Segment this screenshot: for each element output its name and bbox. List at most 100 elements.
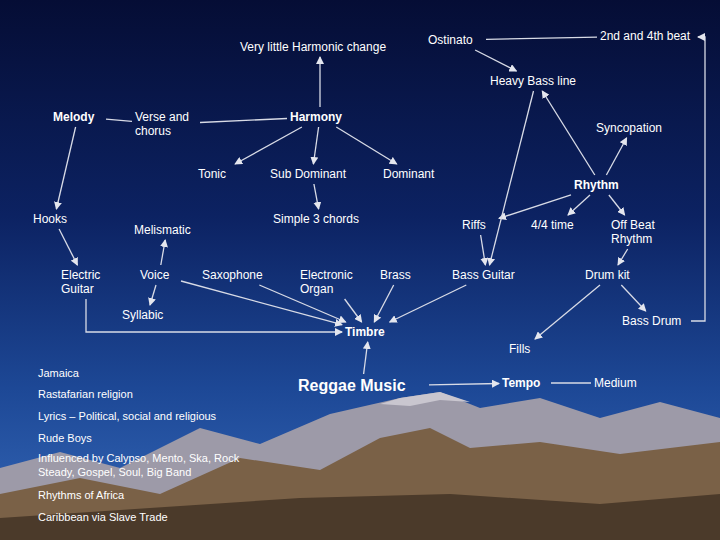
concept-label: Hooks	[33, 212, 75, 226]
concept-node: Off Beat Rhythm	[611, 218, 665, 246]
concept-node: Saxophone	[202, 268, 270, 282]
concept-label: Off Beat Rhythm	[611, 218, 665, 246]
concept-node: Syncopation	[596, 121, 668, 135]
snow-ridge	[380, 392, 470, 406]
concept-label: Syllabic	[122, 308, 172, 322]
concept-node: Ostinato	[428, 33, 483, 47]
concept-label: Simple 3 chords	[273, 212, 368, 226]
concept-label: Syncopation	[596, 121, 668, 135]
connector-arrow	[345, 299, 362, 322]
concept-label: Drum kit	[585, 268, 639, 282]
concept-node: Heavy Bass line	[490, 74, 582, 88]
connector-arrow	[314, 184, 319, 209]
concept-label: Tonic	[198, 167, 236, 181]
concept-node: Tonic	[198, 167, 236, 181]
connector-arrow	[621, 285, 645, 311]
connector-arrow	[390, 285, 467, 322]
connector-arrow	[313, 127, 318, 164]
concept-node: 4/4 time	[531, 218, 583, 232]
concept-label: Melody	[53, 110, 103, 124]
mid-mountains	[0, 428, 720, 540]
concept-node: Hooks	[33, 212, 75, 226]
concept-label: Timbre	[345, 325, 393, 339]
concept-node: Timbre	[345, 325, 393, 339]
connector-arrow	[606, 138, 626, 175]
concept-node: Reggae Music	[298, 377, 426, 395]
connector-arrow	[618, 249, 628, 265]
concept-node: Dominant	[383, 167, 443, 181]
connector-arrow	[486, 37, 597, 39]
concept-node: Drum kit	[585, 268, 639, 282]
connector-arrow	[490, 91, 534, 265]
connector-arrow	[150, 285, 156, 305]
concept-label: Electric Guitar	[61, 268, 111, 296]
concept-node: Verse and chorus	[135, 110, 197, 138]
connector-arrow	[691, 37, 705, 321]
connector-arrow	[542, 91, 595, 175]
connector-arrow	[59, 229, 77, 265]
concept-label: Voice	[140, 268, 178, 282]
concept-label: Tempo	[502, 376, 548, 390]
connector-arrow	[499, 195, 571, 219]
connector-arrow	[481, 235, 486, 265]
concept-node: Melismatic	[134, 223, 200, 237]
concept-node: Sub Dominant	[270, 167, 354, 181]
concept-node: Electric Guitar	[61, 268, 111, 296]
fact-note: Caribbean via Slave Trade	[38, 510, 298, 524]
concept-label: 4/4 time	[531, 218, 583, 232]
far-mountains	[0, 392, 720, 540]
connector-arrow	[235, 127, 302, 164]
concept-label: 2nd and 4th beat	[600, 29, 695, 43]
concept-node: Syllabic	[122, 308, 172, 322]
concept-node: Bass Guitar	[452, 268, 522, 282]
concept-label: Dominant	[383, 167, 443, 181]
connector-arrow	[319, 57, 320, 107]
connector-arrow	[551, 382, 591, 383]
concept-label: Saxophone	[202, 268, 270, 282]
concept-node: Voice	[140, 268, 178, 282]
concept-label: Melismatic	[134, 223, 200, 237]
concept-node: Riffs	[462, 218, 496, 232]
concept-label: Medium	[594, 376, 646, 390]
connector-arrow	[161, 240, 165, 265]
concept-node: Simple 3 chords	[273, 212, 368, 226]
fact-note: Influenced by Calypso, Mento, Ska, Rock …	[38, 451, 243, 479]
concept-label: Bass Drum	[622, 314, 688, 328]
concept-label: Rhythm	[574, 178, 628, 192]
connector-arrow	[535, 285, 600, 339]
connector-arrow	[475, 50, 516, 71]
connector-arrow	[374, 285, 393, 322]
concept-node: Bass Drum	[622, 314, 688, 328]
connector-arrow	[106, 119, 132, 121]
concept-label: Very little Harmonic change	[240, 40, 400, 54]
fact-note: Rastafarian religion	[38, 387, 298, 401]
fact-note: Rude Boys	[38, 431, 298, 445]
concept-node: Tempo	[502, 376, 548, 390]
fact-note: Jamaica	[38, 366, 298, 380]
concept-node: Rhythm	[574, 178, 628, 192]
concept-label: Harmony	[290, 110, 350, 124]
concept-label: Verse and chorus	[135, 110, 197, 138]
connector-arrow	[609, 195, 625, 215]
concept-label: Ostinato	[428, 33, 483, 47]
concept-node: 2nd and 4th beat	[600, 29, 695, 43]
connector-arrow	[429, 384, 499, 385]
connector-arrow	[56, 127, 75, 209]
fact-note: Rhythms of Africa	[38, 488, 298, 502]
concept-node: Harmony	[290, 110, 350, 124]
concept-label: Bass Guitar	[452, 268, 522, 282]
connector-arrow	[364, 342, 368, 374]
connector-arrow	[200, 119, 287, 123]
concept-label: Brass	[380, 268, 418, 282]
concept-node: Very little Harmonic change	[240, 40, 400, 54]
concept-node: Electronic Organ	[300, 268, 364, 296]
concept-label: Electronic Organ	[300, 268, 364, 296]
concept-label: Sub Dominant	[270, 167, 354, 181]
concept-node: Melody	[53, 110, 103, 124]
concept-label: Riffs	[462, 218, 496, 232]
concept-node: Fills	[509, 342, 537, 356]
concept-node: Brass	[380, 268, 418, 282]
concept-label: Fills	[509, 342, 537, 356]
connector-arrow	[336, 127, 396, 164]
